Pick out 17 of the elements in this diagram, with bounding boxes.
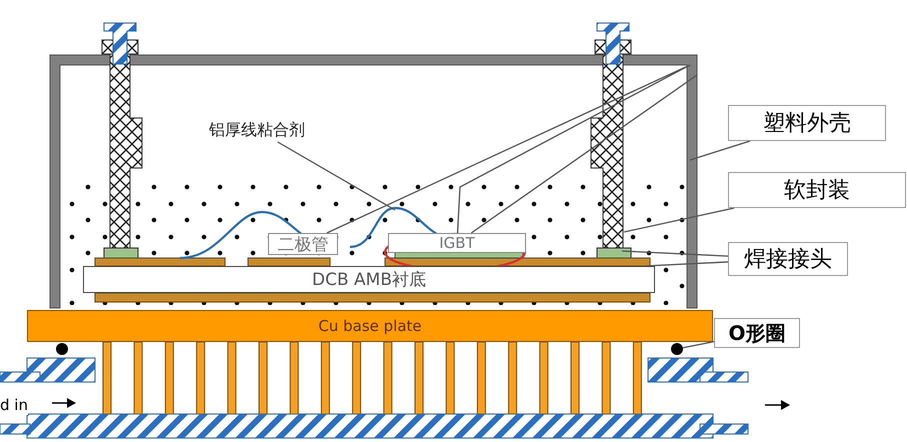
leader-line	[644, 261, 728, 267]
leader-line	[624, 207, 734, 233]
label-box: 焊接接头	[728, 242, 848, 276]
o-ring-dot	[671, 343, 683, 355]
leader-line	[690, 140, 750, 161]
chip-box: 二极管	[268, 233, 338, 255]
base-plate: Cu base plate	[27, 310, 713, 342]
leader-line	[622, 250, 728, 257]
label-box: 软封装	[728, 172, 906, 208]
o-ring-dot	[56, 343, 68, 355]
chip-box: IGBT	[388, 233, 526, 253]
callout-text: 铝厚线粘合剂	[192, 118, 322, 142]
leader-line	[682, 340, 714, 348]
label-box: 塑料外壳	[728, 105, 886, 141]
ceramic-substrate: DCB AMB衬底	[83, 266, 655, 293]
label-box: O形圈	[714, 318, 800, 348]
leader-line	[277, 141, 396, 211]
